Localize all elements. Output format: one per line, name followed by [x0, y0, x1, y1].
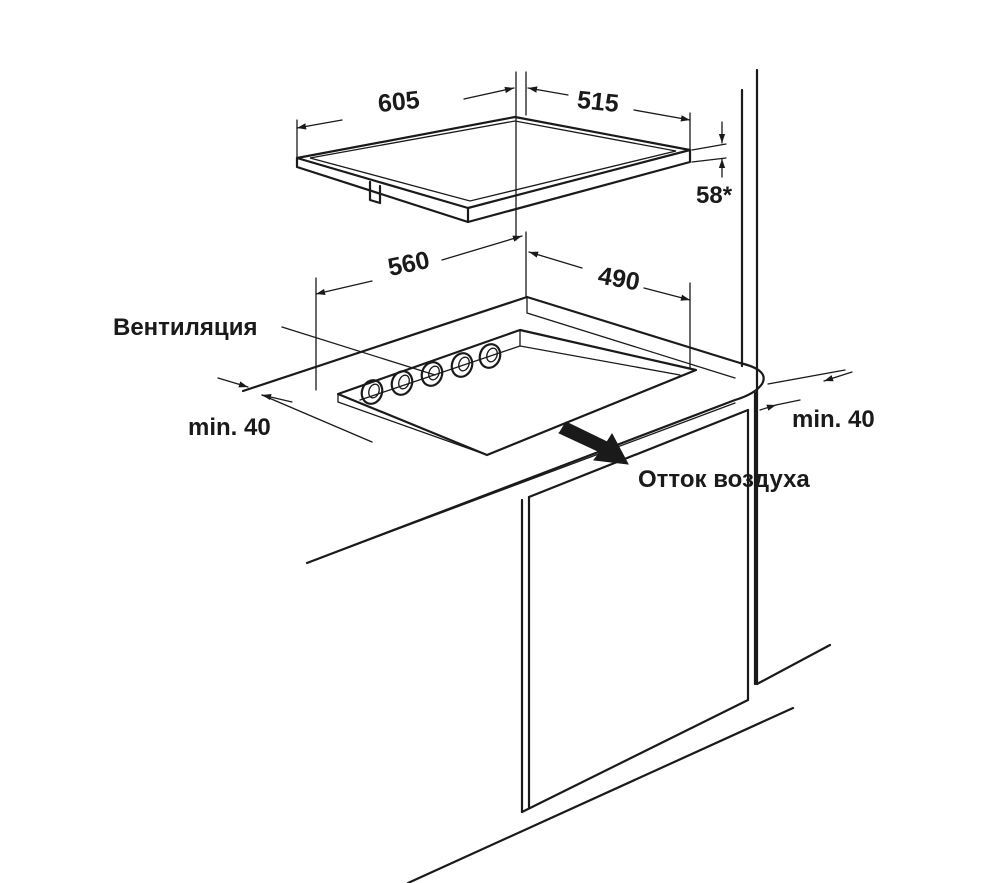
vent-hole — [478, 343, 502, 369]
dimension-lines — [217, 71, 853, 443]
hob-height-label: 58* — [696, 182, 733, 209]
hob-depth-label: 515 — [575, 85, 621, 119]
wall — [740, 68, 832, 686]
front-clearance-label: min. 40 — [188, 414, 271, 441]
vent-hole — [360, 379, 384, 405]
air-outflow-label: Отток воздуха — [638, 466, 810, 493]
worktop — [241, 295, 765, 686]
ventilation-openings — [360, 343, 502, 405]
ventilation-label: Вентиляция — [113, 314, 258, 341]
back-clearance-label: min. 40 — [792, 406, 875, 433]
vent-hole — [390, 370, 414, 396]
vent-hole — [450, 352, 474, 378]
hob-width-label: 605 — [376, 85, 422, 119]
cabinet — [406, 408, 795, 883]
air-outflow-arrow-icon — [558, 421, 629, 465]
hob — [295, 115, 692, 224]
